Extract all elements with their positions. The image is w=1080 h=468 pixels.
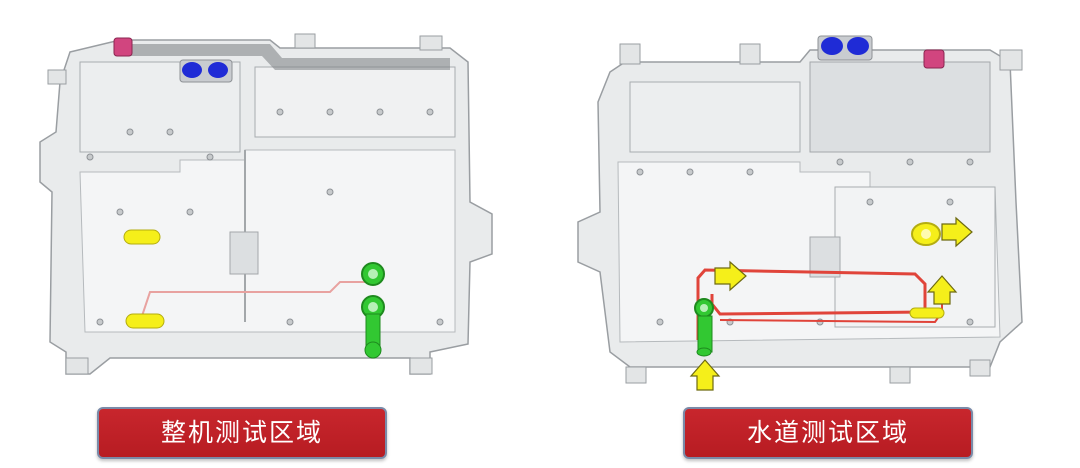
- inner-slot: [809, 236, 841, 278]
- housing-view-right: [570, 22, 1040, 392]
- water-path: [696, 268, 927, 340]
- bolt-holes: [636, 158, 974, 326]
- arrow-up-icon: [926, 275, 958, 305]
- housing-view-left: [30, 22, 500, 392]
- compartment-upper-right: [254, 66, 456, 138]
- pink-connector: [113, 37, 133, 57]
- mount-tab: [619, 43, 641, 65]
- blue-connectors: [179, 59, 233, 83]
- compartment-upper: [629, 81, 801, 153]
- caption-full-machine-test-area: 整机测试区域: [97, 407, 387, 459]
- compartment-right: [834, 186, 996, 328]
- mount-tab: [969, 359, 991, 377]
- yellow-port: [911, 222, 941, 246]
- blue-connectors: [817, 35, 873, 61]
- arrow-right-icon: [941, 216, 973, 248]
- arrow-up-icon: [689, 359, 721, 391]
- mount-tab: [65, 357, 89, 375]
- green-port: [361, 262, 385, 359]
- caption-water-channel-test-area: 水道测试区域: [683, 407, 973, 459]
- yellow-marker: [909, 307, 945, 319]
- inner-slot: [229, 231, 259, 275]
- pink-connector: [923, 49, 945, 69]
- compartment-upper-right: [809, 61, 991, 153]
- housing-drawing-left: [39, 33, 493, 375]
- mount-tab: [47, 69, 67, 85]
- mount-tab: [409, 357, 433, 375]
- arrow-right-icon: [714, 260, 747, 292]
- yellow-marker: [125, 313, 165, 329]
- mount-tab: [739, 43, 761, 65]
- top-channel: [120, 44, 450, 70]
- housing-drawing-right: [577, 35, 1023, 391]
- water-path-faint: [139, 281, 372, 323]
- mount-tab: [889, 366, 911, 384]
- mount-tab: [419, 35, 443, 51]
- mount-tab: [294, 33, 316, 49]
- yellow-marker: [123, 229, 161, 245]
- mount-tab: [625, 366, 647, 384]
- green-port: [694, 298, 714, 357]
- mount-tab: [999, 49, 1023, 71]
